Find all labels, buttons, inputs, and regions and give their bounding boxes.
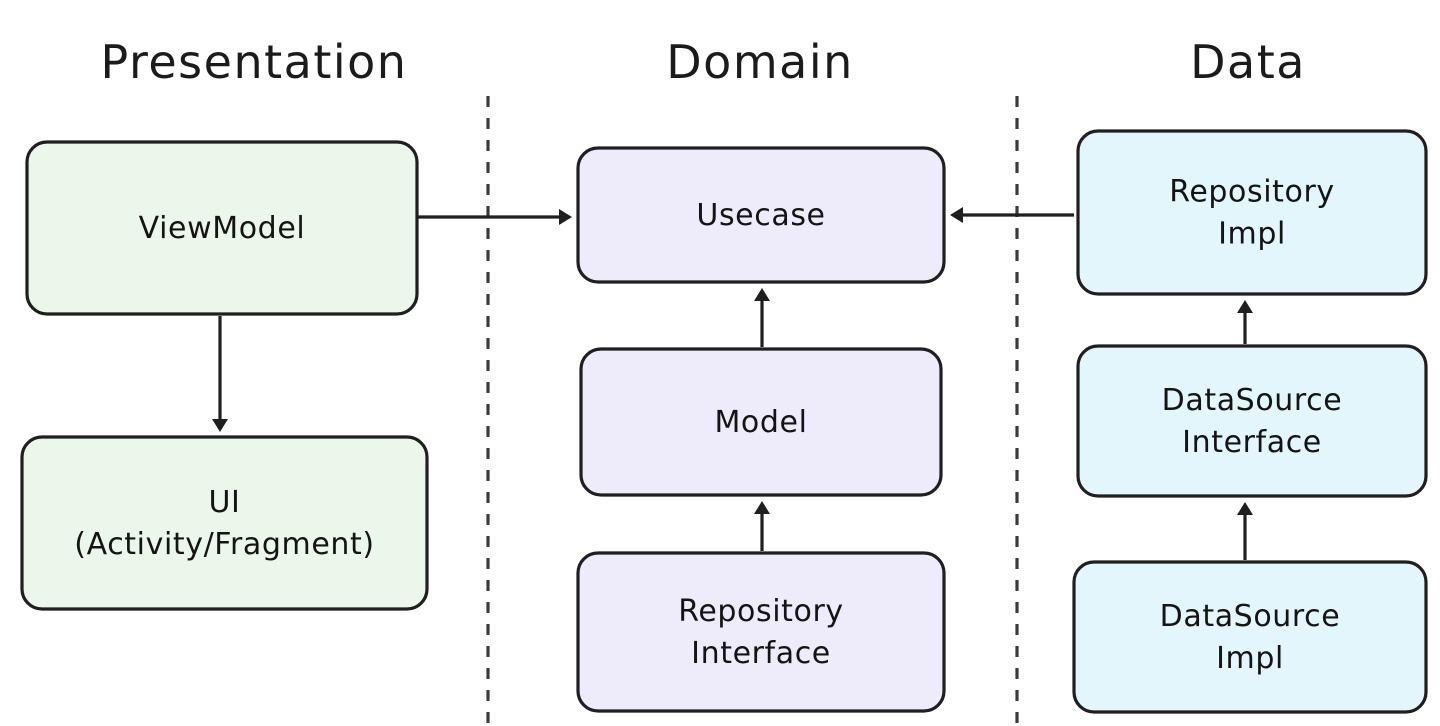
node-shape-viewmodel <box>25 140 419 316</box>
node-label-repository-interface: Repository <box>678 594 844 629</box>
node-label-repository-impl: Impl <box>1218 217 1286 252</box>
layer-edges <box>212 207 1253 560</box>
node-label-repository-impl: Repository <box>1169 175 1335 210</box>
node-label-usecase: Usecase <box>696 198 825 233</box>
node-shape-datasource-impl <box>1072 560 1428 714</box>
node-label-repository-interface: Interface <box>691 636 831 671</box>
node-label-model: Model <box>714 405 807 440</box>
node-shape-usecase <box>576 146 946 284</box>
edge-repositoryinterface-to-model <box>754 501 770 551</box>
node-shape-ui <box>20 435 429 611</box>
node-usecase[interactable]: Usecase <box>576 146 946 284</box>
edge-arrowhead-repositoryimpl-to-usecase <box>950 207 963 223</box>
column-title-presentation: Presentation <box>101 35 408 89</box>
edge-arrowhead-datasourceimpl-to-datasourceinterface <box>1237 502 1253 515</box>
edge-arrowhead-repositoryinterface-to-model <box>754 501 770 514</box>
layer-titles: Presentation Domain Data <box>101 35 1306 89</box>
edge-arrowhead-model-to-usecase <box>754 288 770 301</box>
node-label-datasource-interface: Interface <box>1182 425 1322 460</box>
column-title-domain: Domain <box>666 35 854 89</box>
column-title-data: Data <box>1190 35 1306 89</box>
edge-arrowhead-viewmodel-to-usecase <box>559 209 572 225</box>
node-label-datasource-impl: Impl <box>1216 641 1284 676</box>
node-model[interactable]: Model <box>579 347 943 497</box>
node-shape-datasource-interface <box>1076 344 1428 498</box>
node-label-ui: (Activity/Fragment) <box>74 527 374 562</box>
edge-arrowhead-viewmodel-to-ui <box>212 419 228 432</box>
node-label-ui: UI <box>208 485 240 520</box>
node-label-datasource-interface: DataSource <box>1162 383 1343 418</box>
edge-model-to-usecase <box>754 288 770 347</box>
edge-viewmodel-to-usecase <box>417 209 572 225</box>
edge-viewmodel-to-ui <box>212 316 228 432</box>
node-label-datasource-impl: DataSource <box>1160 599 1341 634</box>
edge-arrowhead-datasourceinterface-to-repositoryimpl <box>1237 300 1253 313</box>
edge-datasourceimpl-to-datasourceinterface <box>1237 502 1253 560</box>
node-label-viewmodel: ViewModel <box>139 211 306 246</box>
node-shape-model <box>579 347 943 497</box>
node-ui[interactable]: UI (Activity/Fragment) <box>20 435 429 611</box>
edge-datasourceinterface-to-repositoryimpl <box>1237 300 1253 344</box>
edge-repositoryimpl-to-usecase <box>950 207 1074 223</box>
node-viewmodel[interactable]: ViewModel <box>25 140 419 316</box>
node-shape-repository-interface <box>576 551 946 713</box>
layer-dividers <box>486 96 1019 726</box>
node-shape-repository-impl <box>1076 129 1428 296</box>
